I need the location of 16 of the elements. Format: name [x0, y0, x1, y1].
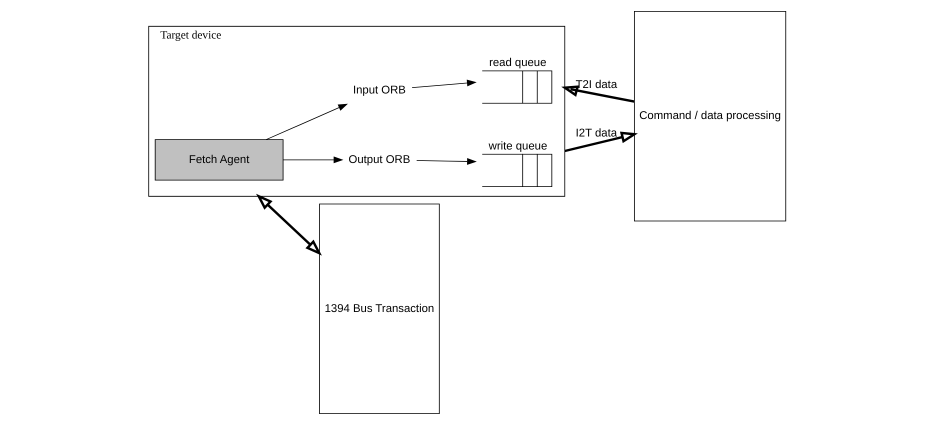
node-text: Input ORB: [352, 84, 406, 96]
node-box: Fetch Agent: [154, 139, 283, 181]
edge-label: I2T data: [575, 128, 617, 140]
arrow: [411, 80, 476, 88]
arrow: [560, 85, 634, 103]
arrow: [564, 132, 638, 152]
edge-label: T2I data: [575, 79, 617, 92]
arrow: [265, 104, 348, 140]
node-box: 1394 Bus Transaction: [318, 204, 440, 414]
node-box: Command / data processing: [633, 10, 786, 222]
arrow: [416, 158, 476, 165]
node-label: read queue: [488, 57, 546, 70]
node-text: Output ORB: [348, 154, 410, 166]
arrow: [256, 194, 322, 256]
node-label: write queue: [488, 140, 547, 153]
arrow: [282, 156, 343, 164]
